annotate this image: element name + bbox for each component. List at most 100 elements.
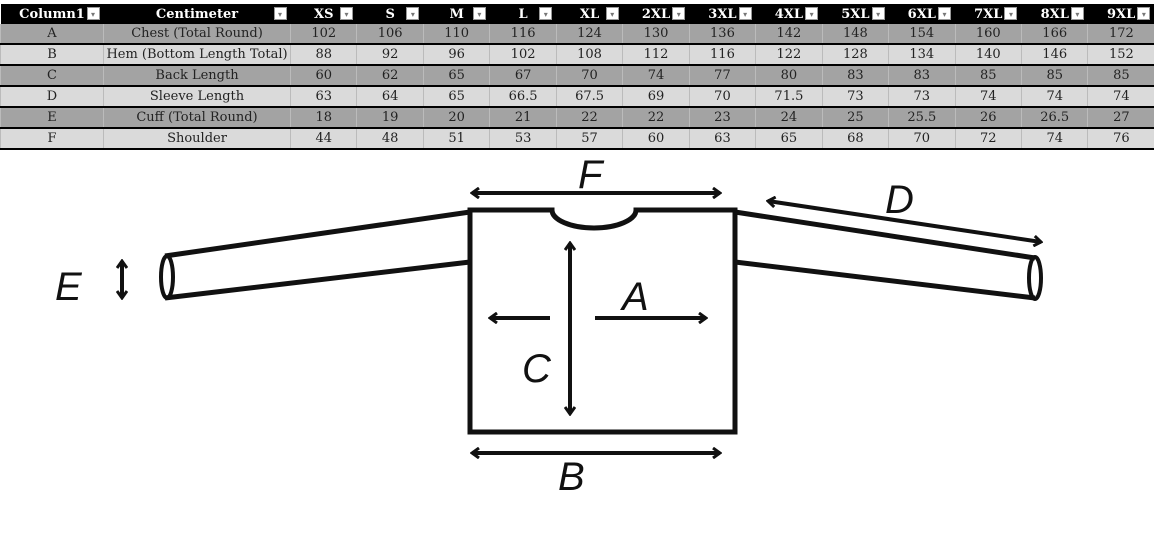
table-cell: 96 [422, 44, 490, 66]
label-c: C [522, 347, 552, 391]
table-cell: 26.5 [1020, 107, 1088, 129]
table-cell: 83 [888, 65, 956, 87]
table-cell: 18 [289, 107, 357, 129]
filter-dropdown-icon[interactable]: ▾ [871, 7, 885, 20]
table-cell: 26 [954, 107, 1022, 129]
table-cell: C [0, 65, 104, 87]
filter-dropdown-icon[interactable]: ▾ [605, 7, 619, 20]
table-cell: 67 [489, 65, 557, 87]
label-f: F [578, 153, 605, 197]
table-cell: 130 [622, 24, 690, 45]
table-cell: 74 [1020, 128, 1088, 150]
right-sleeve [734, 209, 1036, 301]
column-header-label: M [449, 6, 464, 22]
filter-dropdown-icon[interactable]: ▾ [86, 7, 100, 20]
table-cell: 116 [489, 24, 557, 45]
arrow-d [768, 201, 1041, 242]
filter-dropdown-icon[interactable]: ▾ [339, 7, 353, 20]
column-header: 2XL▾ [622, 4, 690, 24]
column-header: 7XL▾ [955, 4, 1022, 24]
left-sleeve [164, 209, 471, 301]
filter-dropdown-icon[interactable]: ▾ [1004, 7, 1018, 20]
filter-dropdown-icon[interactable]: ▾ [472, 7, 486, 20]
shirt-body [467, 207, 738, 435]
filter-dropdown-icon[interactable]: ▾ [273, 7, 287, 20]
table-cell: 80 [755, 65, 823, 87]
table-cell: 51 [422, 128, 490, 150]
filter-dropdown-icon[interactable]: ▾ [672, 7, 686, 20]
table-cell: 74 [622, 65, 690, 87]
column-header: 8XL▾ [1021, 4, 1088, 24]
table-cell: 65 [422, 65, 490, 87]
table-cell: 71.5 [755, 86, 823, 108]
table-cell: 73 [821, 86, 889, 108]
table-cell: 134 [888, 44, 956, 66]
table-cell: 22 [555, 107, 623, 129]
table-cell: 102 [489, 44, 557, 66]
column-header-label: Centimeter [155, 6, 239, 22]
table-cell: 68 [821, 128, 889, 150]
table-cell: 25 [821, 107, 889, 129]
filter-dropdown-icon[interactable]: ▾ [1070, 7, 1084, 20]
table-cell: 70 [888, 128, 956, 150]
label-b: B [558, 455, 585, 499]
table-cell: 140 [954, 44, 1022, 66]
filter-dropdown-icon[interactable]: ▾ [938, 7, 952, 20]
table-cell: B [0, 44, 104, 66]
table-cell: 65 [755, 128, 823, 150]
column-header-label: XL [579, 6, 600, 22]
filter-dropdown-icon[interactable]: ▾ [406, 7, 420, 20]
label-e: E [55, 265, 83, 309]
shirt-diagram: F D A C B E [55, 153, 1154, 499]
table-cell: 66.5 [489, 86, 557, 108]
table-cell: 152 [1087, 44, 1154, 66]
table-cell: 64 [356, 86, 424, 108]
column-header-label: 6XL [907, 6, 936, 22]
table-cell: 20 [422, 107, 490, 129]
column-header: 5XL▾ [822, 4, 889, 24]
column-header-label: 7XL [974, 6, 1003, 22]
table-cell: 83 [821, 65, 889, 87]
table-cell: 60 [622, 128, 690, 150]
filter-dropdown-icon[interactable]: ▾ [1137, 7, 1151, 20]
table-cell: 63 [688, 128, 756, 150]
table-cell: 106 [356, 24, 424, 45]
table-cell: 72 [954, 128, 1022, 150]
filter-dropdown-icon[interactable]: ▾ [805, 7, 819, 20]
column-header-label: L [518, 6, 528, 22]
filter-dropdown-icon[interactable]: ▾ [738, 7, 752, 20]
table-cell: 122 [755, 44, 823, 66]
table-cell: 76 [1087, 128, 1154, 150]
column-header: 6XL▾ [888, 4, 956, 24]
column-header: L▾ [489, 4, 557, 24]
header-row: Column1▾Centimeter▾XS▾S▾M▾L▾XL▾2XL▾3XL▾4… [0, 4, 1154, 24]
table-cell: 62 [356, 65, 424, 87]
column-header: 9XL▾ [1087, 4, 1154, 24]
table-cell: 22 [622, 107, 690, 129]
table-cell: 108 [555, 44, 623, 66]
table-cell: 24 [755, 107, 823, 129]
column-header-label: 2XL [641, 6, 671, 22]
table-cell: 70 [688, 86, 756, 108]
table-cell: 74 [1087, 86, 1154, 108]
table-cell: 136 [688, 24, 756, 45]
table-cell: 69 [622, 86, 690, 108]
column-header-label: 5XL [841, 6, 870, 22]
label-d: D [885, 178, 914, 222]
table-cell: Hem (Bottom Length Total) [103, 44, 291, 66]
size-chart-table: Column1▾Centimeter▾XS▾S▾M▾L▾XL▾2XL▾3XL▾4… [0, 4, 1154, 150]
table-cell: 124 [555, 24, 623, 45]
table-cell: 160 [954, 24, 1022, 45]
filter-dropdown-icon[interactable]: ▾ [539, 7, 553, 20]
column-header: Centimeter ▾ [103, 4, 291, 24]
table-cell: 23 [688, 107, 756, 129]
table-cell: 74 [1020, 86, 1088, 108]
table-cell: 27 [1087, 107, 1154, 129]
column-header: XS▾ [290, 4, 357, 24]
table-cell: 172 [1087, 24, 1154, 45]
column-header-label: S [385, 6, 395, 22]
